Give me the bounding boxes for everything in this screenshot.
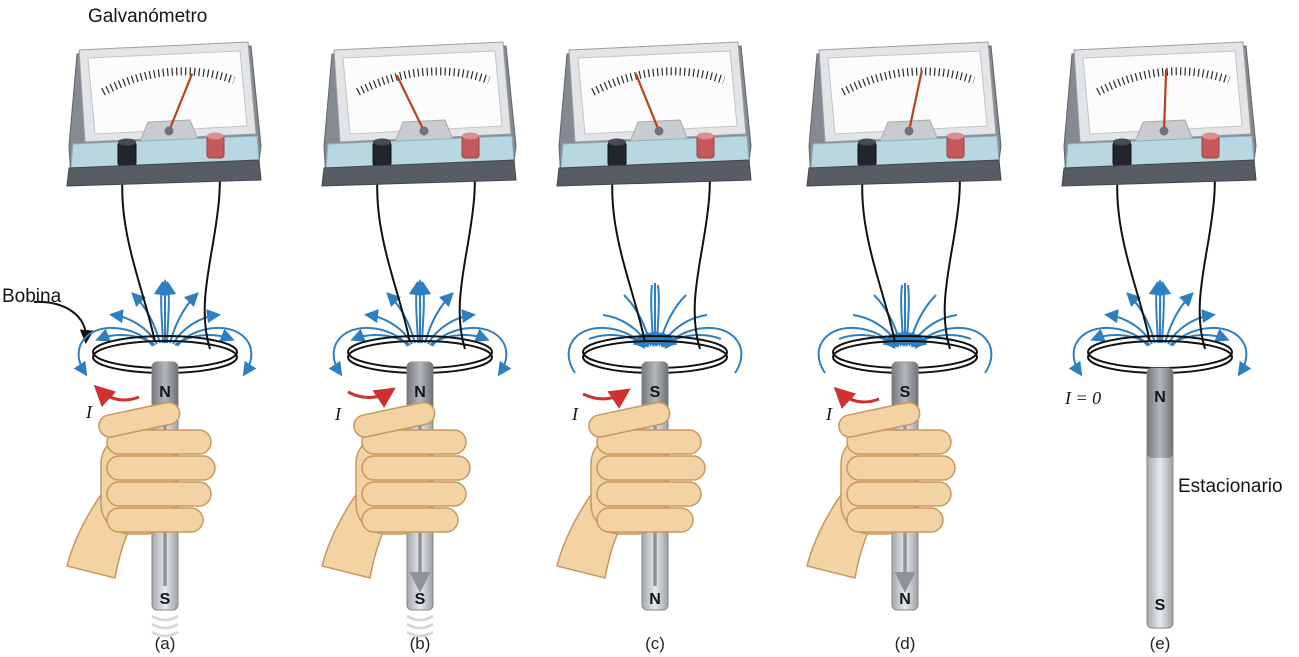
magnet-bottom-pole-label: N <box>899 591 911 608</box>
panel-label: (d) <box>895 634 916 653</box>
magnet-top-pole-label: S <box>650 384 661 401</box>
galvanometer <box>807 42 1001 186</box>
panel-label: (a) <box>155 634 176 653</box>
current-label: I <box>334 404 342 424</box>
field-lines <box>79 283 252 373</box>
panel-a-figure: N S I (a) <box>40 0 290 653</box>
stationary-label: Estacionario <box>1178 476 1283 497</box>
motion-ripples <box>150 614 180 638</box>
current-label: I = 0 <box>1064 388 1101 408</box>
magnet-top-pole-label: S <box>900 384 911 401</box>
field-lines <box>1074 283 1247 373</box>
panel-label: (e) <box>1150 634 1171 653</box>
galvanometer-needle <box>169 73 194 128</box>
panel-e: N S I = 0 (e) <box>1035 0 1285 657</box>
current-label: I <box>571 404 579 424</box>
magnet-top-pole-label: N <box>159 384 171 401</box>
induced-current-arrow <box>347 387 396 408</box>
galvanometer <box>322 42 516 186</box>
panel-b-figure: N S I (b) <box>295 0 545 653</box>
panel-b: N S I (b) <box>295 0 545 657</box>
magnet-bottom-pole-label: S <box>160 591 171 608</box>
magnet-top-pole-label: N <box>414 384 426 401</box>
field-lines <box>569 283 742 373</box>
galvanometer <box>557 42 751 186</box>
induced-current-arrow <box>93 384 140 407</box>
coil <box>1087 335 1233 374</box>
induced-current-arrow <box>833 386 880 409</box>
panel-d: S N I (d) <box>780 0 1030 657</box>
galvanometer <box>1062 42 1256 186</box>
current-label: I <box>825 404 833 424</box>
magnet-bottom-pole-label: S <box>415 591 426 608</box>
panel-d-figure: S N I (d) <box>780 0 1030 653</box>
hand <box>321 399 471 579</box>
current-label: I <box>85 402 93 422</box>
panel-e-figure: N S I = 0 (e) <box>1035 0 1285 653</box>
field-lines <box>819 283 992 373</box>
galvanometer-needle <box>1163 68 1168 128</box>
hand <box>556 399 706 579</box>
panel-c: S N I (c) <box>530 0 780 657</box>
galvanometer-needle <box>634 73 659 128</box>
hand <box>66 399 216 579</box>
magnet-top-pole-label: N <box>1154 389 1166 406</box>
field-lines <box>334 283 507 373</box>
panel-c-figure: S N I (c) <box>530 0 780 653</box>
magnet-bottom-pole-label: S <box>1155 597 1166 614</box>
magnet-bottom-pole-label: N <box>649 591 661 608</box>
galvanometer-needle <box>908 70 923 128</box>
panel-label: (b) <box>410 634 431 653</box>
induced-current-arrow <box>582 388 631 409</box>
galvanometer-label: Galvanómetro <box>88 6 208 27</box>
motion-ripples <box>405 614 435 638</box>
hand <box>806 399 956 579</box>
panel-a: N S I (a) <box>40 0 290 657</box>
galvanometer <box>67 42 261 186</box>
galvanometer-needle <box>395 74 424 128</box>
panel-label: (c) <box>645 634 665 653</box>
magnet <box>1146 367 1174 629</box>
coil-label-arrow <box>33 300 94 344</box>
